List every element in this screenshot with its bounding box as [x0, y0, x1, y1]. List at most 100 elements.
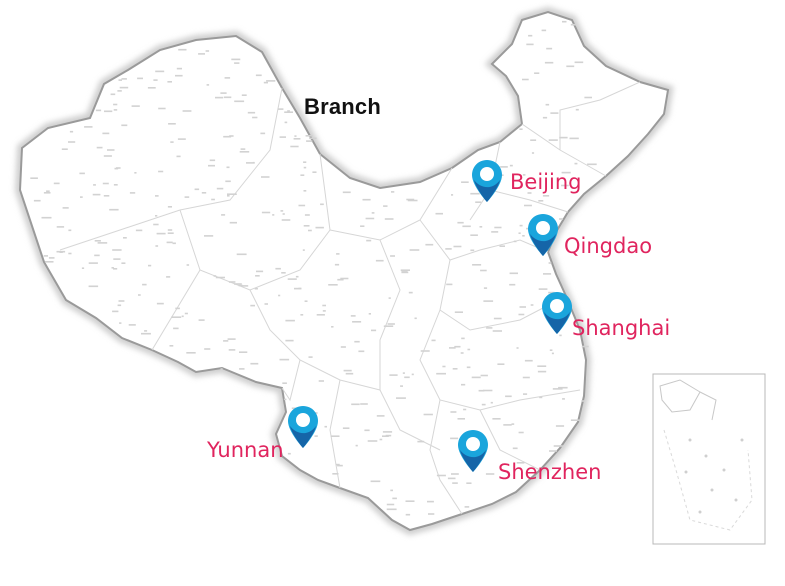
- location-pin-icon[interactable]: [456, 428, 490, 474]
- minor-place-text: [559, 334, 562, 337]
- minor-place-text: [471, 376, 481, 379]
- minor-place-text: [362, 198, 371, 201]
- minor-place-text: [220, 92, 227, 94]
- minor-place-text: [314, 412, 318, 414]
- minor-place-text: [167, 206, 172, 208]
- south-sea-inset-map: [652, 373, 766, 545]
- minor-place-text: [204, 348, 211, 350]
- minor-place-text: [551, 352, 554, 355]
- minor-place-text: [113, 109, 118, 111]
- minor-place-text: [470, 192, 480, 195]
- minor-place-text: [386, 508, 397, 511]
- minor-place-text: [497, 363, 505, 365]
- minor-place-text: [298, 204, 306, 207]
- location-pin-icon[interactable]: [286, 404, 320, 450]
- minor-place-text: [234, 283, 242, 285]
- minor-place-text: [88, 285, 99, 288]
- minor-place-text: [119, 86, 129, 89]
- minor-place-text: [500, 166, 508, 168]
- minor-place-text: [548, 262, 552, 264]
- minor-place-text: [121, 124, 128, 127]
- minor-place-text: [370, 480, 381, 483]
- minor-place-text: [110, 93, 116, 96]
- minor-place-text: [129, 192, 136, 194]
- minor-place-text: [435, 212, 443, 215]
- minor-place-text: [485, 473, 495, 475]
- location-pin-icon[interactable]: [540, 290, 574, 336]
- minor-place-text: [539, 396, 543, 399]
- minor-place-text: [493, 317, 502, 320]
- minor-place-text: [239, 151, 250, 153]
- minor-place-text: [285, 319, 295, 322]
- minor-place-text: [405, 513, 411, 516]
- minor-place-text: [534, 72, 540, 74]
- minor-place-text: [513, 240, 517, 243]
- city-label-shanghai: Shanghai: [572, 316, 671, 340]
- minor-place-text: [295, 275, 299, 278]
- minor-place-text: [401, 271, 409, 274]
- country-outline: [18, 10, 670, 532]
- minor-place-text: [527, 192, 532, 194]
- minor-place-text: [166, 276, 171, 278]
- minor-place-text: [255, 74, 262, 77]
- minor-place-text: [156, 302, 164, 305]
- minor-place-text: [205, 50, 210, 52]
- minor-place-text: [194, 188, 200, 191]
- minor-place-text: [538, 288, 548, 290]
- minor-place-text: [201, 192, 207, 194]
- minor-place-text: [215, 276, 225, 279]
- minor-place-text: [184, 312, 188, 315]
- minor-place-text: [406, 198, 415, 201]
- minor-place-text: [427, 500, 434, 503]
- minor-place-text: [360, 225, 365, 227]
- minor-place-text: [335, 463, 340, 466]
- minor-place-text: [300, 174, 305, 176]
- minor-place-text: [518, 313, 525, 316]
- minor-place-text: [522, 78, 529, 81]
- minor-place-text: [383, 325, 394, 327]
- minor-place-text: [246, 162, 255, 164]
- minor-place-text: [294, 135, 297, 137]
- minor-place-text: [461, 337, 465, 340]
- minor-place-text: [464, 506, 470, 508]
- minor-place-text: [518, 232, 521, 234]
- minor-place-text: [351, 403, 360, 406]
- minor-place-text: [142, 283, 147, 286]
- minor-place-text: [320, 203, 324, 206]
- minor-place-text: [467, 348, 471, 351]
- minor-place-text: [519, 306, 526, 308]
- city-label-yunnan: Yunnan: [207, 438, 284, 462]
- minor-place-text: [562, 20, 567, 23]
- minor-place-text: [544, 61, 554, 64]
- minor-place-text: [239, 368, 245, 370]
- minor-place-text: [509, 164, 513, 167]
- minor-place-text: [553, 445, 563, 447]
- minor-place-text: [342, 191, 351, 194]
- minor-place-text: [334, 263, 340, 266]
- minor-place-text: [343, 369, 352, 372]
- minor-place-text: [561, 171, 571, 174]
- minor-place-text: [518, 431, 524, 434]
- minor-place-text: [229, 221, 237, 224]
- location-pin-icon[interactable]: [526, 212, 560, 258]
- minor-place-text: [391, 191, 395, 193]
- minor-place-text: [481, 403, 486, 406]
- minor-place-text: [382, 435, 389, 437]
- minor-place-text: [450, 411, 457, 413]
- minor-place-text: [379, 438, 383, 441]
- minor-place-text: [79, 172, 85, 175]
- location-pin-icon[interactable]: [470, 158, 504, 204]
- minor-place-text: [282, 213, 285, 215]
- minor-place-text: [137, 77, 143, 80]
- minor-place-text: [545, 103, 550, 106]
- minor-place-text: [134, 172, 137, 174]
- minor-place-text: [96, 146, 103, 149]
- minor-place-text: [148, 264, 152, 267]
- minor-place-text: [287, 452, 291, 455]
- minor-place-text: [550, 112, 559, 114]
- minor-place-text: [340, 346, 346, 348]
- minor-place-text: [486, 327, 493, 329]
- minor-place-text: [423, 413, 433, 416]
- minor-place-text: [371, 329, 377, 332]
